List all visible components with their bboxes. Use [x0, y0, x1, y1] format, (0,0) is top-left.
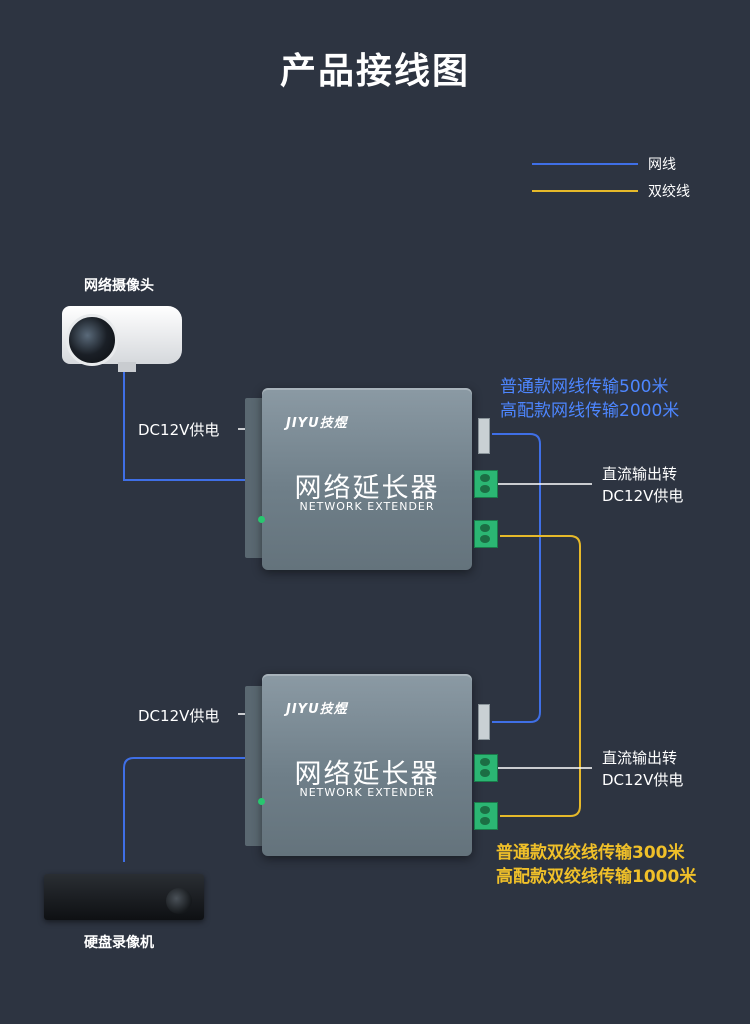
- device-name-en: NETWORK EXTENDER: [299, 500, 435, 513]
- rj45-port-icon: [478, 418, 490, 454]
- device-name-cn: 网络延长器: [294, 759, 440, 790]
- legend-line-twisted: [532, 190, 638, 192]
- device-name-en: NETWORK EXTENDER: [299, 786, 435, 799]
- legend-label-network: 网线: [648, 157, 676, 173]
- dc-power-label-top: DC12V供电: [138, 421, 220, 439]
- dc-power-label-bottom: DC12V供电: [138, 707, 220, 725]
- twisted-terminal-icon: [474, 520, 498, 548]
- dc-terminal-icon: [474, 470, 498, 498]
- legend-line-network: [532, 163, 638, 165]
- camera-mount: [118, 362, 136, 372]
- brand-logo: JIYU技煜: [286, 416, 348, 431]
- camera-lens-icon: [66, 314, 118, 366]
- dc-terminal-icon: [474, 754, 498, 782]
- page-title: 产品接线图: [279, 51, 470, 92]
- mount-bracket-bottom: [245, 686, 267, 846]
- dvr-knob-icon: [166, 888, 192, 914]
- network-extender-top: JIYU技煜 网络延长器 NETWORK EXTENDER: [262, 388, 472, 570]
- wire-dvr-to-extender: [123, 757, 262, 862]
- twisted-distance-note-2: 高配款双绞线传输1000米: [496, 867, 697, 887]
- twisted-terminal-icon: [474, 802, 498, 830]
- wire-camera-to-extender: [123, 372, 262, 481]
- dc-output-label-top-2: DC12V供电: [602, 487, 684, 505]
- network-extender-bottom: JIYU技煜 网络延长器 NETWORK EXTENDER: [262, 674, 472, 856]
- dvr-label: 硬盘录像机: [84, 935, 154, 951]
- brand-logo: JIYU技煜: [286, 702, 348, 717]
- camera-label: 网络摄像头: [84, 278, 154, 294]
- wire-twisted-pair: [500, 535, 581, 817]
- power-led-icon: [258, 516, 265, 523]
- power-led-icon: [258, 798, 265, 805]
- network-distance-note-2: 高配款网线传输2000米: [500, 401, 680, 421]
- dc-output-label-bottom-1: 直流输出转: [602, 749, 678, 767]
- dc-output-label-bottom-2: DC12V供电: [602, 771, 684, 789]
- rj45-port-icon: [478, 704, 490, 740]
- network-distance-note-1: 普通款网线传输500米: [500, 377, 669, 397]
- device-name-cn: 网络延长器: [294, 473, 440, 504]
- legend-label-twisted: 双绞线: [648, 184, 690, 200]
- twisted-distance-note-1: 普通款双绞线传输300米: [496, 843, 685, 863]
- dc-output-label-top-1: 直流输出转: [602, 465, 678, 483]
- wire-extender-network: [492, 433, 541, 723]
